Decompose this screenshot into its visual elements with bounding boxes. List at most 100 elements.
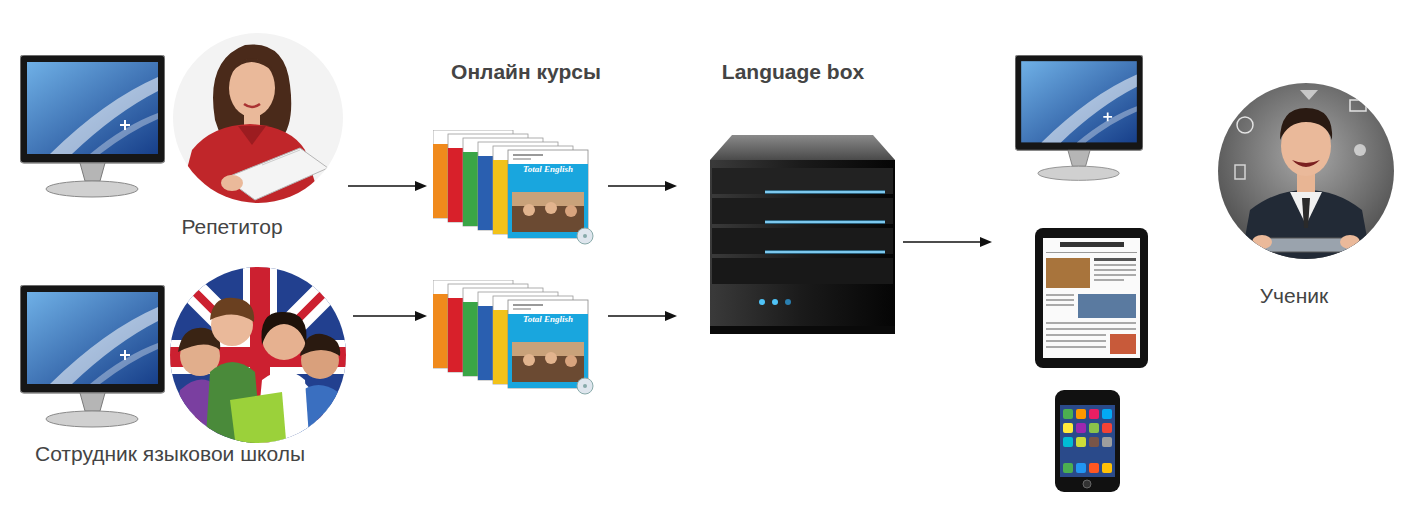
- arrow-line: [348, 185, 417, 187]
- tablet-device-part: [1094, 258, 1136, 261]
- tutor-photo-part-part: [262, 150, 300, 165]
- tutor-photo-part-part: [225, 148, 328, 200]
- server-box-part: [712, 258, 893, 284]
- server-box-part: [710, 326, 895, 334]
- phone-device-part: [1089, 423, 1099, 433]
- group-photo-part-part: [165, 262, 355, 452]
- student-photo-part-part: [1240, 190, 1372, 265]
- tablet-device-part: [1046, 340, 1106, 342]
- book-title: Total English: [523, 315, 573, 325]
- course-node: Онлайн курсыTotal English: [430, 55, 605, 245]
- server-box-part: [765, 192, 885, 252]
- course-books-bottom: [433, 280, 593, 394]
- tablet-device-part: [1046, 346, 1106, 348]
- school-monitor-part: [20, 285, 165, 427]
- phone-device-part: [1076, 463, 1086, 473]
- student-photo-part: [1215, 80, 1400, 265]
- tutor-photo: [170, 30, 350, 215]
- server-box-part: [712, 198, 893, 224]
- group-photo-part: [165, 262, 355, 452]
- tablet-device: [1035, 228, 1148, 368]
- student-photo-part-part: [1237, 117, 1253, 133]
- tablet-device-part: [1110, 334, 1136, 354]
- phone-device: [1055, 390, 1120, 492]
- tablet-device-part: [1046, 328, 1136, 330]
- group-photo: [165, 262, 355, 452]
- student-photo-part-part: [1350, 100, 1366, 111]
- server-box-part: [710, 135, 895, 160]
- book-title: Total English: [523, 165, 573, 175]
- arrow-head: [415, 181, 427, 191]
- student-node: Ученик: [995, 40, 1400, 500]
- phone-device-part: [1102, 437, 1112, 447]
- group-photo-part-part: [165, 262, 355, 452]
- group-photo-part-part: [230, 392, 286, 448]
- group-photo-part-part: [165, 262, 355, 452]
- tablet-device-part: [1035, 228, 1148, 368]
- tablet-device-part: [1046, 334, 1106, 336]
- phone-device-part: [1063, 409, 1073, 419]
- tutor-photo-part-part: [221, 175, 243, 191]
- flow-arrow: [608, 311, 677, 321]
- tutor-node: Репетитор: [15, 30, 345, 245]
- phone-device-part: [1076, 437, 1086, 447]
- tutor-monitor-part: [20, 55, 165, 197]
- student-photo-part-part: [1280, 108, 1332, 140]
- arrow-head: [665, 181, 677, 191]
- flow-arrow: [903, 237, 992, 247]
- server-box-part: [710, 160, 895, 332]
- course-books-bottom-part: [433, 280, 593, 394]
- student-photo: [1215, 80, 1400, 265]
- tutor-photo-part: [170, 30, 350, 215]
- phone-device-part: [1083, 480, 1091, 488]
- tablet-device-part: [1046, 252, 1137, 253]
- device-monitor-part: [1015, 55, 1143, 180]
- server-box-part: [772, 299, 778, 305]
- course-books-top: [433, 130, 593, 244]
- phone-device-part: [1102, 409, 1112, 419]
- course-books-top-part: [433, 130, 593, 244]
- group-photo-part-part: [165, 262, 355, 452]
- tablet-device-part: [1094, 274, 1136, 276]
- student-photo-part-part: [1354, 144, 1366, 156]
- phone-device-part: [1076, 409, 1086, 419]
- tablet-device-part: [1046, 258, 1090, 288]
- phone-device-part: [1055, 390, 1120, 492]
- phone-device-part: [1063, 437, 1073, 447]
- tablet-device-part: [1046, 294, 1074, 296]
- tablet-device-part: [1060, 242, 1124, 247]
- tablet-device-part: [1046, 304, 1074, 306]
- arrow-head: [980, 237, 992, 247]
- arrow-head: [665, 311, 677, 321]
- flow-arrow: [353, 311, 427, 321]
- tutor-photo-part-part: [232, 58, 274, 72]
- tablet-device-part: [1046, 299, 1074, 301]
- tablet-device-part: [1046, 322, 1136, 324]
- student-photo-part-part: [1235, 165, 1245, 179]
- tutor-monitor: [20, 55, 165, 197]
- node-label: Репетитор: [181, 214, 282, 239]
- phone-device-part: [1063, 463, 1073, 473]
- phone-device-part: [1089, 409, 1099, 419]
- node-label: Ученик: [1260, 283, 1328, 308]
- phone-device-part: [1063, 423, 1073, 433]
- tablet-device-part: [1078, 294, 1136, 318]
- node-label: Сотрудник языковои школы: [35, 441, 305, 466]
- server-box-part: [712, 228, 893, 254]
- phone-device-part: [1089, 437, 1099, 447]
- tutor-photo-part-part: [244, 104, 260, 107]
- student-photo-part-part: [1302, 198, 1310, 228]
- flow-arrow: [348, 181, 427, 191]
- group-photo-part-part: [210, 298, 254, 322]
- server-box-part: [712, 168, 893, 194]
- phone-device-part: [1102, 463, 1112, 473]
- arrow-line: [608, 185, 667, 187]
- server-box-part: [759, 299, 765, 305]
- server-box-part: [765, 192, 885, 252]
- student-photo-part-part: [1300, 90, 1318, 100]
- server-box-part: [785, 299, 791, 305]
- flow-arrow: [608, 181, 677, 191]
